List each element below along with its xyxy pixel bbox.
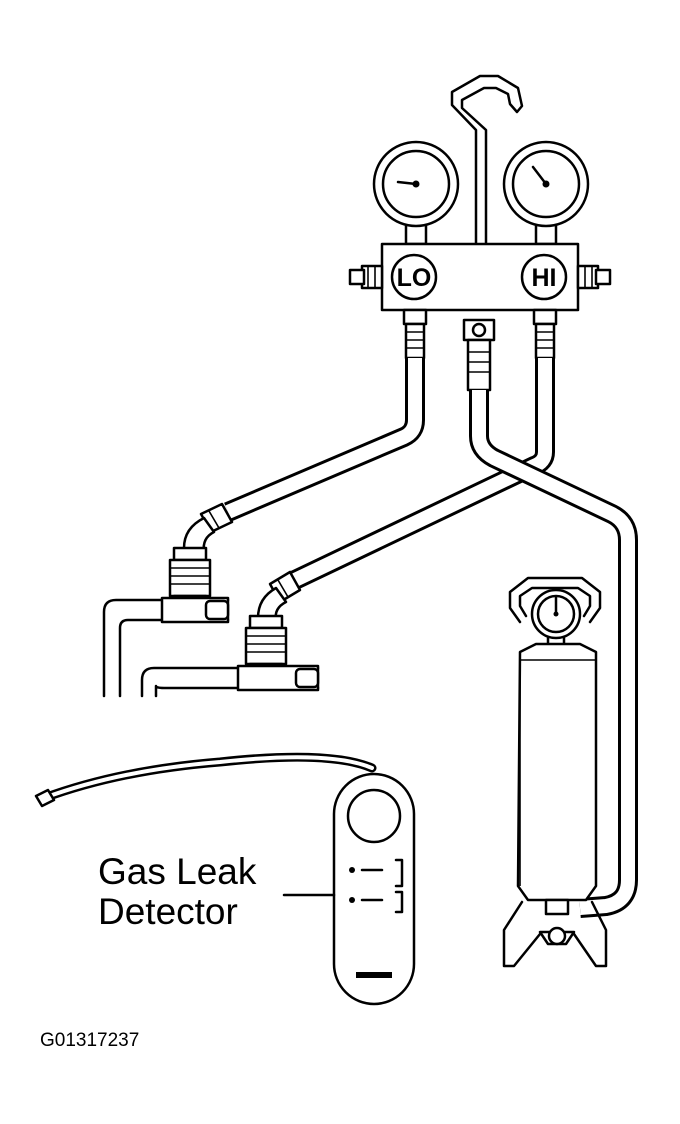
figure-id: G01317237 xyxy=(40,1030,139,1051)
center-service-port xyxy=(462,318,496,392)
high-pressure-gauge xyxy=(502,140,590,246)
low-side-label: LO xyxy=(397,264,432,292)
charging-hose xyxy=(469,390,638,918)
high-side-label: HI xyxy=(532,264,557,292)
detector-label-line2: Detector xyxy=(98,891,238,932)
refrigerant-cylinder xyxy=(502,576,608,968)
low-side-coupler xyxy=(102,502,234,698)
high-side-port xyxy=(532,308,558,360)
hanger-hook xyxy=(450,74,524,246)
high-side-valve-knob: HI xyxy=(520,253,568,301)
low-side-hose xyxy=(224,358,425,522)
low-side-valve-knob: LO xyxy=(390,253,438,301)
low-pressure-gauge xyxy=(372,140,460,246)
manifold-block xyxy=(348,242,612,312)
low-side-port xyxy=(402,308,428,360)
detector-label-line1: Gas Leak xyxy=(98,851,257,892)
high-side-coupler xyxy=(140,570,320,698)
gas-leak-detector xyxy=(34,752,416,1006)
